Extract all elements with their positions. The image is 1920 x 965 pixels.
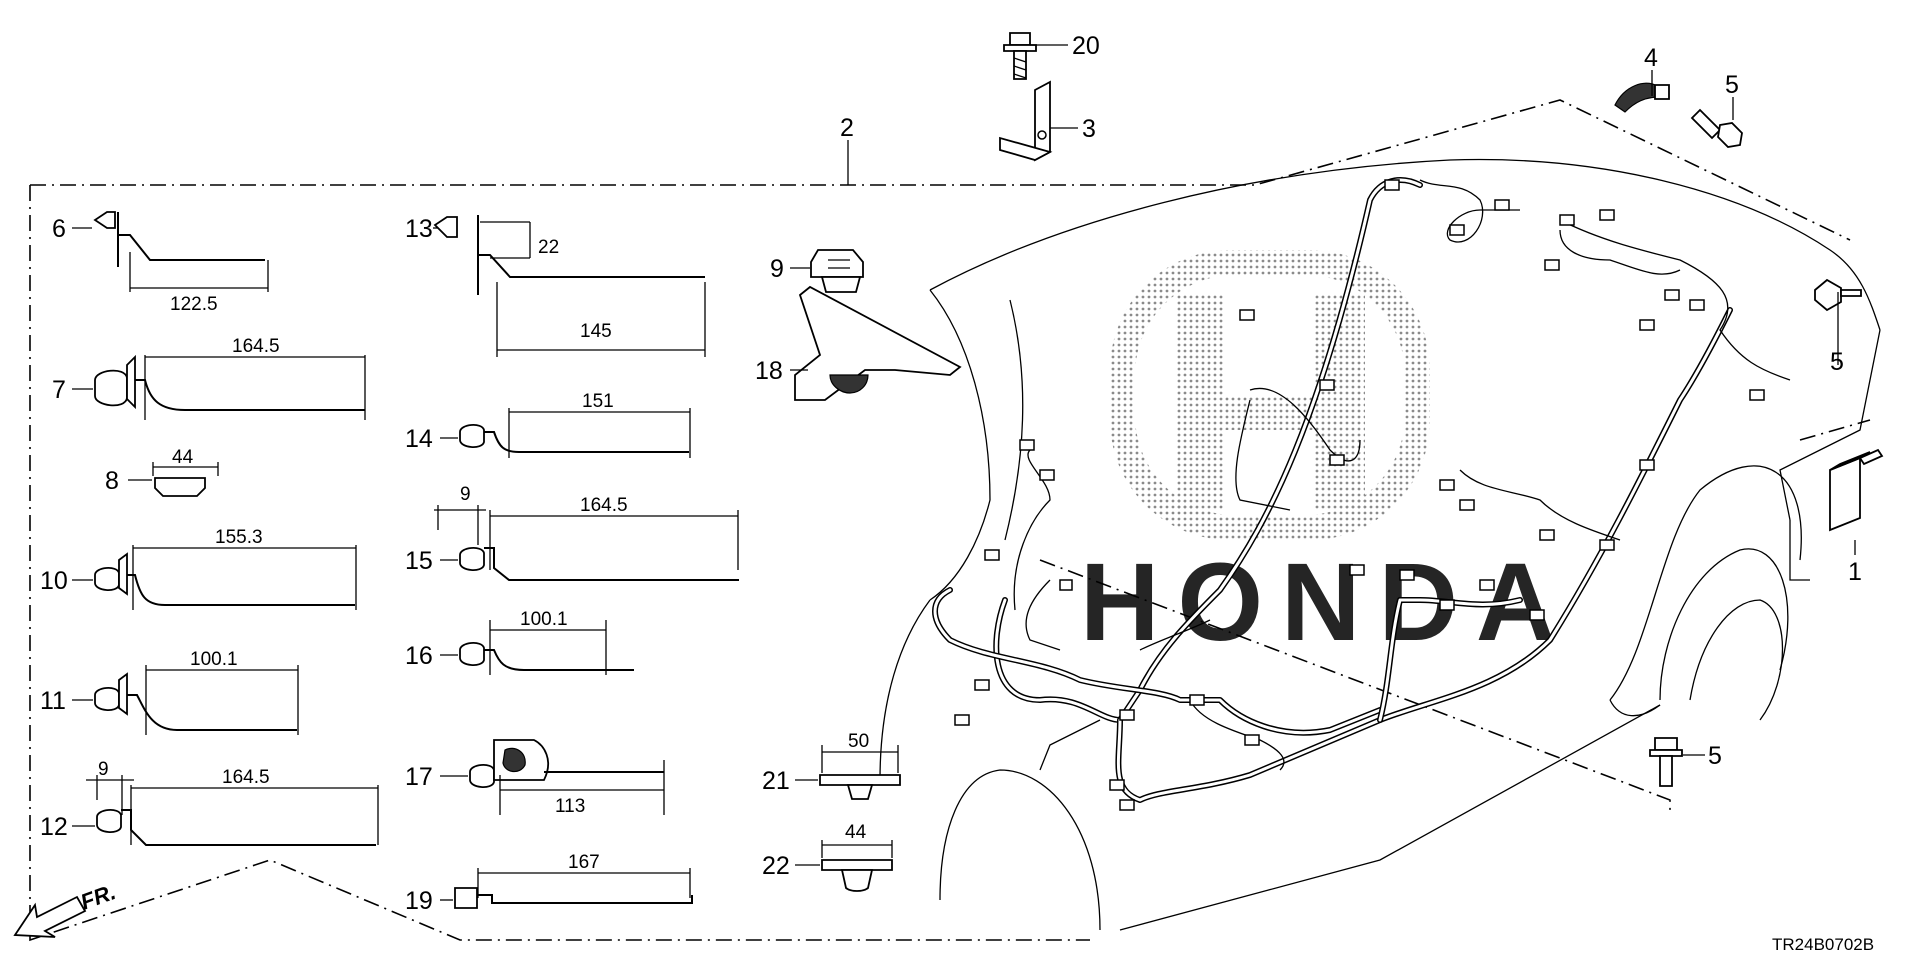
label-part-16: 16 (405, 642, 433, 670)
clip-part-7[interactable] (94, 354, 366, 420)
label-part-22: 22 (762, 852, 790, 880)
label-part-13: 13 (405, 215, 433, 243)
dim-part-22: 44 (845, 822, 867, 843)
wire-harness (932, 177, 1791, 811)
dim-part-7: 164.5 (232, 336, 280, 357)
clip-part-13[interactable] (433, 215, 706, 357)
label-part-11: 11 (40, 687, 66, 715)
bolt-part-5-right[interactable] (1814, 278, 1862, 312)
clip-part-15[interactable] (434, 505, 739, 581)
clip-part-16[interactable] (459, 620, 634, 675)
dim-part-12-offset: 9 (98, 759, 109, 780)
bolt-part-20[interactable] (1003, 32, 1037, 80)
dim-part-11: 100.1 (190, 649, 238, 670)
clip-part-11[interactable] (94, 665, 299, 735)
dim-part-13: 145 (580, 321, 612, 342)
label-part-18: 18 (755, 357, 783, 385)
dim-part-17: 113 (555, 796, 585, 817)
dim-part-13-height: 22 (538, 237, 559, 258)
dim-part-15: 164.5 (580, 495, 628, 516)
clip-part-21[interactable] (819, 745, 901, 800)
clip-part-9[interactable] (810, 249, 864, 293)
dim-part-14: 151 (582, 391, 614, 412)
label-part-2: 2 (840, 114, 854, 142)
label-part-9: 9 (770, 255, 784, 283)
label-part-5-right: 5 (1830, 348, 1844, 376)
part-number-labels: 6 7 8 10 11 12 13 14 15 16 17 19 9 18 21… (40, 32, 1862, 915)
diagram-code: TR24B0702B (1772, 935, 1874, 954)
dim-part-19: 167 (568, 852, 600, 873)
dim-part-8: 44 (172, 447, 194, 468)
clip-part-4[interactable] (1614, 82, 1670, 113)
clip-part-14[interactable] (459, 408, 691, 458)
bolt-part-5-bottom[interactable] (1649, 737, 1683, 787)
bolt-part-5-top[interactable] (1690, 108, 1743, 148)
dim-part-21: 50 (848, 731, 869, 752)
label-part-3: 3 (1082, 115, 1096, 143)
dimension-labels: 122.5 164.5 44 155.3 100.1 9 164.5 22 14… (98, 237, 869, 873)
label-part-17: 17 (405, 763, 433, 791)
front-direction-label: FR. (77, 879, 119, 915)
label-part-10: 10 (40, 567, 68, 595)
label-part-5-top: 5 (1725, 71, 1739, 99)
dim-part-12: 164.5 (222, 767, 270, 788)
clip-part-22[interactable] (821, 840, 893, 892)
clip-part-18[interactable] (794, 285, 962, 401)
dim-part-6: 122.5 (170, 294, 218, 315)
label-part-19: 19 (405, 887, 433, 915)
label-part-4: 4 (1644, 44, 1658, 72)
harness-group-outline (29, 99, 1871, 942)
clip-part-12[interactable] (86, 775, 379, 846)
label-part-7: 7 (52, 376, 66, 404)
label-part-5-bottom: 5 (1708, 742, 1722, 770)
clip-part-6[interactable] (93, 211, 269, 292)
label-part-6: 6 (52, 215, 66, 243)
label-part-12: 12 (40, 813, 68, 841)
dim-part-15-offset: 9 (460, 484, 471, 505)
clip-part-19[interactable] (454, 868, 693, 909)
label-part-1: 1 (1848, 558, 1862, 586)
clip-part-8[interactable] (152, 462, 219, 497)
dim-part-10: 155.3 (215, 527, 263, 548)
leader-lines (72, 44, 1856, 901)
clip-part-17[interactable] (469, 739, 665, 815)
label-part-8: 8 (105, 467, 119, 495)
label-part-15: 15 (405, 547, 433, 575)
label-part-21: 21 (762, 767, 790, 795)
module-part-1[interactable] (1829, 448, 1884, 532)
label-part-20: 20 (1072, 32, 1100, 60)
label-part-14: 14 (405, 425, 433, 453)
dim-part-16: 100.1 (520, 609, 568, 630)
bracket-part-3[interactable] (999, 80, 1053, 162)
clip-part-10[interactable] (94, 545, 357, 610)
